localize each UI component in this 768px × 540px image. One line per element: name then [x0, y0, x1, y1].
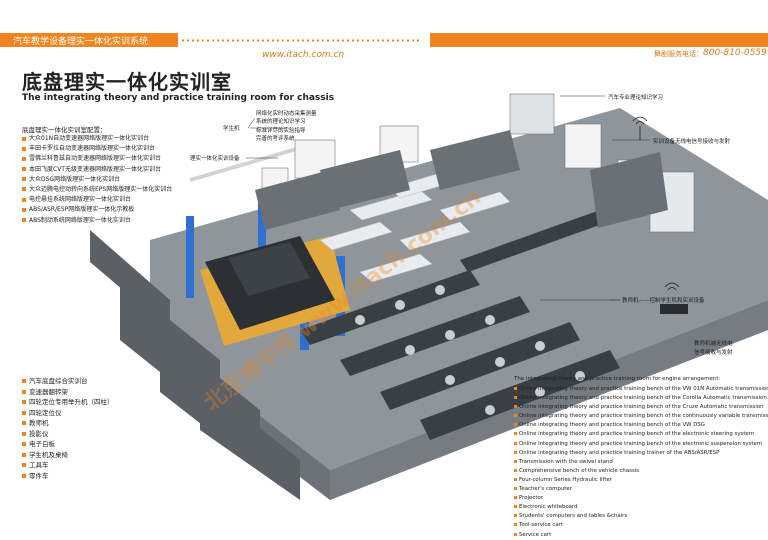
page-title: 底盘理实一体化实训室 — [22, 70, 232, 94]
list-item: 大众迈腾电控动转向系统EPS网络版理实一体化实训台 — [22, 185, 172, 195]
callout-teacher: 教师机——控制学生机和实训设备 — [622, 298, 705, 304]
list-item: 工具车 — [22, 460, 114, 471]
list-item: Teacher's computer — [514, 485, 768, 494]
list-item: 零件车 — [22, 471, 114, 482]
list-item: 大众DSG网络版理实一体化实训台 — [22, 175, 172, 185]
english-list: Online integrating theory and practice t… — [514, 385, 768, 540]
list-item: Online integrating theory and practice t… — [514, 385, 768, 394]
list-item: 教师机 — [22, 418, 114, 429]
student-function: 系统的理论知识学习 — [256, 119, 306, 126]
list-item: Projector — [514, 494, 768, 503]
list-item: Online integrating theory and practice t… — [514, 440, 768, 449]
list-item: 汽车底盘综合实训台 — [22, 376, 114, 387]
list-item: Online integrating theory and practice t… — [514, 421, 768, 430]
list-item: Online integrating theory and practice t… — [514, 412, 768, 421]
student-function: 网络化实时动态采集测量 — [256, 111, 317, 117]
list-item: 电子白板 — [22, 439, 114, 450]
header-banner-right — [430, 33, 768, 47]
page-subtitle: The integrating theory and practice trai… — [22, 93, 335, 103]
router-label: 信号接收与发射 — [694, 350, 733, 356]
list-item: Online integrating theory and practice t… — [514, 403, 768, 412]
config-list: 大众01N自动变速器网络版理实一体化实训台 丰田卡罗拉自动变速器网络版理实一体化… — [22, 134, 172, 226]
list-item: 丰田卡罗拉自动变速器网络版理实一体化实训台 — [22, 144, 172, 154]
callout-knowledge: 汽车专业理论知识学习 — [608, 95, 664, 101]
student-function: 标准详尽的实验指导 — [256, 127, 306, 134]
list-item: Transmission with the swivel stand — [514, 458, 768, 467]
header-banner: 汽车教学设备理实一体化实训系统 — [0, 33, 178, 47]
list-item: 本田飞度CVT无级变速器网络版理实一体化实训台 — [22, 165, 172, 175]
left-racks — [90, 230, 300, 500]
list-item: 投影仪 — [22, 429, 114, 440]
english-heading: The integrating theory and practice trai… — [514, 376, 721, 382]
router — [660, 304, 688, 314]
banner-title: 汽车教学设备理实一体化实训系统 — [13, 37, 149, 47]
hotline-label: 舞剧服务电话： — [654, 50, 703, 58]
router-label: 教师机端无线电 — [694, 341, 733, 347]
list-item: Tool-service cart — [514, 521, 768, 530]
equipment-list: 汽车底盘综合实训台 变速器翻转架 四轮定位专用举升机（四柱） 四轮定位仪 教师机… — [22, 376, 114, 481]
list-item: Four-column Series Hydraulic lifter — [514, 476, 768, 485]
callout-wireless: 实训设备无线电信号接收与发射 — [653, 139, 731, 145]
phone-number: 800-810-0559 — [703, 48, 767, 58]
callout-bench: 理实一体化实训设备 — [190, 156, 240, 162]
list-item: 雪佛兰科鲁兹自动变速器网络版理实一体化实训台 — [22, 154, 172, 164]
header-dot-line — [182, 39, 422, 42]
list-item: 大众01N自动变速器网络版理实一体化实训台 — [22, 134, 172, 144]
callout-router: 教师机端无线电 信号接收与发射 — [694, 340, 733, 358]
student-desks — [319, 169, 511, 283]
list-item: Online integrating theory and practice t… — [514, 394, 768, 403]
list-item: 四轮定位专用举升机（四柱） — [22, 397, 114, 408]
car — [205, 236, 335, 330]
callout-student-functions: 网络化实时动态采集测量 系统的理论知识学习 标准详尽的实验指导 完善的考评系统 — [256, 110, 317, 144]
website-text[interactable]: www.itach.com.cn — [262, 50, 345, 60]
list-item: Students' computers and tables &chairs — [514, 512, 768, 521]
list-item: 四轮定位仪 — [22, 408, 114, 419]
list-item: 学生机及桌椅 — [22, 450, 114, 461]
list-item: ABS制动系统网络版理实一体化实训台 — [22, 216, 172, 226]
config-heading: 底盘理实一体化实训室配置： — [22, 126, 107, 134]
list-item: 电控悬挂系统网络版理实一体化实训台 — [22, 195, 172, 205]
list-item: Online integrating theory and practice t… — [514, 449, 768, 458]
list-item: ABS/ASR/ESP网络版理实一体化示教板 — [22, 205, 172, 215]
list-item: 变速器翻转架 — [22, 387, 114, 398]
list-item: Comprehensive bench of the vehicle chass… — [514, 467, 768, 476]
antenna-icon — [632, 116, 680, 291]
student-function: 完善的考评系统 — [256, 136, 295, 143]
list-item: Online integrating theory and practice t… — [514, 430, 768, 439]
back-benches — [255, 93, 695, 233]
callout-student: 学生机 — [223, 126, 240, 132]
list-item: Electronic whiteboard — [514, 503, 768, 512]
